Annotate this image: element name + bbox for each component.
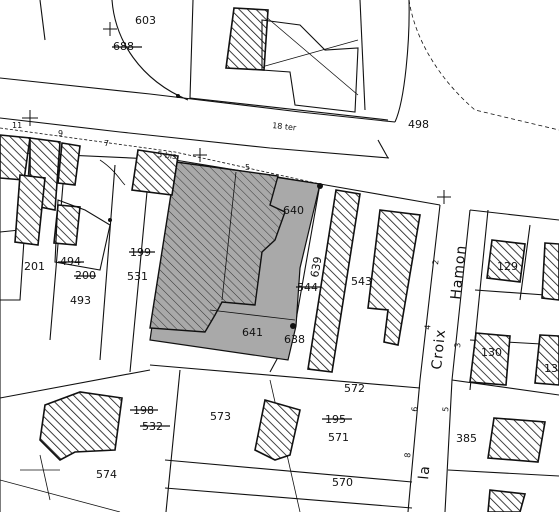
parcel-688: 688 bbox=[113, 40, 134, 53]
parcel-131: 131 bbox=[544, 362, 559, 375]
parcel-199: 199 bbox=[130, 246, 151, 259]
street-name-croix: Croix bbox=[429, 328, 449, 370]
parcel-603: 603 bbox=[135, 14, 156, 27]
parcel-385: 385 bbox=[456, 432, 477, 445]
house-number-3: 3 bbox=[453, 342, 462, 348]
highlighted-building bbox=[149, 161, 286, 333]
crosses bbox=[22, 22, 451, 204]
house-number-9: 9 bbox=[58, 129, 63, 138]
house-number-5b: 5 bbox=[441, 406, 450, 412]
parcel-574: 574 bbox=[96, 468, 117, 481]
parcel-labels: 603 688 498 640 639 544 543 641 638 201 … bbox=[24, 14, 559, 489]
house-number-8: 8 bbox=[403, 452, 412, 458]
street-name-la: la bbox=[416, 464, 433, 480]
parcel-544: 544 bbox=[297, 281, 318, 294]
parcel-572: 572 bbox=[344, 382, 365, 395]
parcel-195: 195 bbox=[325, 413, 346, 426]
parcel-638: 638 bbox=[284, 333, 305, 346]
parcel-639: 639 bbox=[308, 256, 324, 279]
house-number-5: 5 bbox=[245, 163, 250, 172]
house-number-11: 11 bbox=[12, 121, 22, 130]
parcel-494: 494 bbox=[60, 255, 81, 268]
street-names: Hamon Croix la bbox=[416, 244, 470, 481]
parcel-198: 198 bbox=[133, 404, 154, 417]
house-number-4: 4 bbox=[423, 324, 432, 330]
parcel-532: 532 bbox=[142, 420, 163, 433]
survey-marks bbox=[108, 94, 323, 329]
buildings bbox=[0, 7, 559, 512]
parcel-543: 543 bbox=[351, 275, 372, 288]
house-number-18ter: 18 ter bbox=[272, 121, 298, 133]
parcel-571: 571 bbox=[328, 431, 349, 444]
parcel-498: 498 bbox=[408, 118, 429, 131]
house-numbers: 18 ter 5 bis 5 9 7 11 2 4 3 6 8 5 bbox=[12, 121, 463, 458]
parcel-641: 641 bbox=[242, 326, 263, 339]
parcel-129: 129 bbox=[497, 260, 518, 273]
house-number-6: 6 bbox=[410, 406, 419, 412]
parcel-573: 573 bbox=[210, 410, 231, 423]
house-number-2: 2 bbox=[431, 259, 440, 265]
parcel-493: 493 bbox=[70, 294, 91, 307]
parcel-531: 531 bbox=[127, 270, 148, 283]
parcel-130: 130 bbox=[481, 346, 502, 359]
parcel-640: 640 bbox=[283, 204, 304, 217]
house-number-7: 7 bbox=[104, 139, 109, 148]
house-number-5bis: 5 bis bbox=[157, 150, 177, 161]
street-name-hamon: Hamon bbox=[448, 244, 470, 301]
parcel-200: 200 bbox=[75, 269, 96, 282]
parcel-201: 201 bbox=[24, 260, 45, 273]
parcel-570: 570 bbox=[332, 476, 353, 489]
